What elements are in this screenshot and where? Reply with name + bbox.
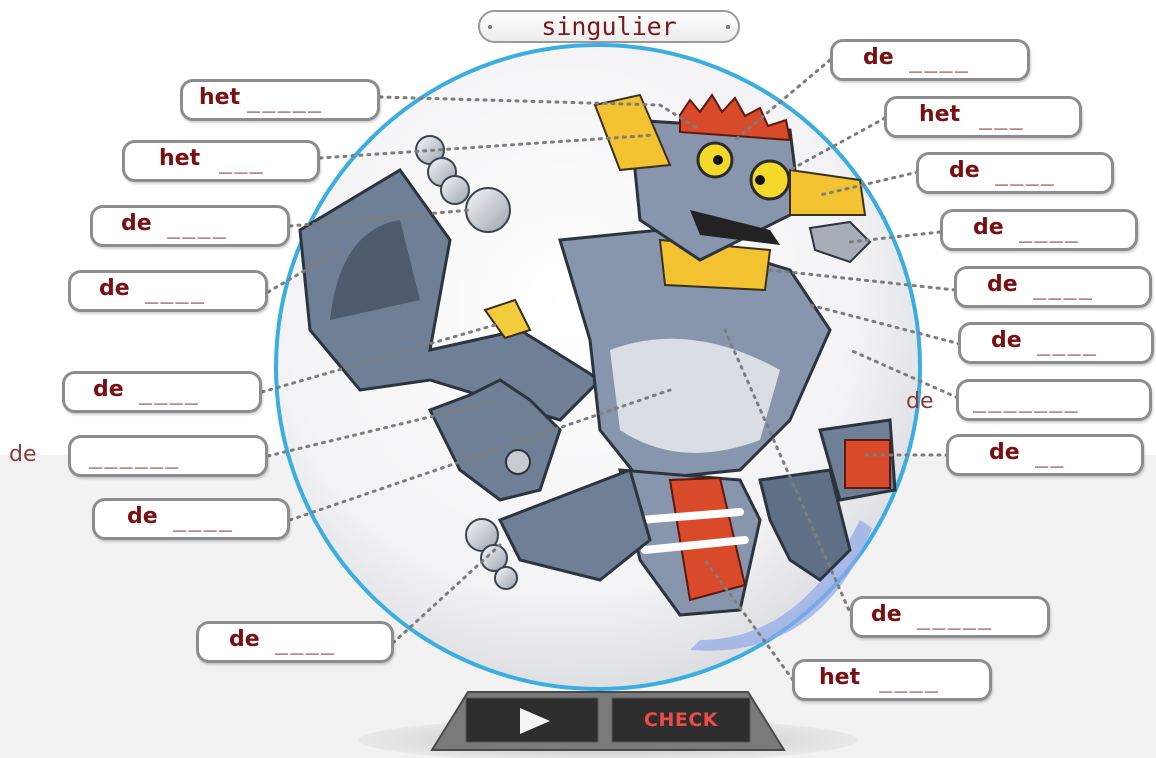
pill-dot-right xyxy=(726,25,730,29)
answer-blank: __ xyxy=(1035,443,1066,468)
article: de xyxy=(987,272,1026,297)
answer-blank: ____ xyxy=(909,48,970,73)
label-box-l3[interactable]: de ____ xyxy=(90,205,290,247)
article: de xyxy=(229,627,268,652)
article: de xyxy=(871,602,910,627)
label-box-l6[interactable]: ______ xyxy=(68,435,268,477)
article: het xyxy=(199,85,241,110)
answer-blank: ____ xyxy=(1037,331,1098,356)
answer-blank: ______ xyxy=(89,444,181,469)
answer-blank: ____ xyxy=(139,380,200,405)
article: de xyxy=(863,45,902,70)
answer-blank: ____ xyxy=(145,279,206,304)
label-box-l8[interactable]: de ____ xyxy=(196,621,394,663)
label-box-l7[interactable]: de ____ xyxy=(92,498,290,540)
answer-blank: ____ xyxy=(1019,218,1080,243)
answer-blank: ____ xyxy=(275,630,336,655)
answer-blank: _______ xyxy=(973,388,1080,413)
label-box-r6[interactable]: de ____ xyxy=(958,322,1154,364)
answer-blank: ____ xyxy=(995,161,1056,186)
article: de xyxy=(949,158,988,183)
label-box-l1[interactable]: het _____ xyxy=(180,79,380,121)
article: de xyxy=(989,440,1028,465)
check-label: CHECK xyxy=(644,709,718,731)
play-button[interactable] xyxy=(466,698,598,742)
label-box-l2[interactable]: het ___ xyxy=(122,140,320,182)
mode-title: singulier xyxy=(541,12,677,41)
label-box-r10[interactable]: het ____ xyxy=(792,659,992,701)
answer-blank: _____ xyxy=(917,605,994,630)
leader-lines xyxy=(260,58,967,682)
answer-blank: ____ xyxy=(173,507,234,532)
pill-dot-left xyxy=(488,25,492,29)
label-box-r8[interactable]: de __ xyxy=(946,434,1144,476)
article: het xyxy=(159,146,208,171)
article: de xyxy=(93,377,132,402)
label-box-r2[interactable]: het ___ xyxy=(884,96,1082,138)
article: de xyxy=(973,215,1012,240)
answer-blank: ____ xyxy=(879,668,940,693)
answer-blank: ____ xyxy=(167,214,228,239)
answer-blank: ___ xyxy=(219,149,265,174)
article: de xyxy=(991,328,1030,353)
label-box-l5[interactable]: de ____ xyxy=(62,371,262,413)
label-box-r7[interactable]: _______ xyxy=(956,379,1152,421)
article: de xyxy=(127,504,166,529)
label-box-r4[interactable]: de ____ xyxy=(940,209,1138,251)
check-button[interactable]: CHECK xyxy=(612,698,750,742)
label-box-r5[interactable]: de ____ xyxy=(954,266,1152,308)
label-box-r9[interactable]: de _____ xyxy=(850,596,1050,638)
label-box-l4[interactable]: de ____ xyxy=(68,270,268,312)
answer-blank: ____ xyxy=(1033,275,1094,300)
outside-article: de xyxy=(906,389,934,414)
label-box-r3[interactable]: de ____ xyxy=(916,152,1114,194)
label-box-r1[interactable]: de ____ xyxy=(830,39,1030,81)
answer-blank: _____ xyxy=(247,88,324,113)
article: de xyxy=(99,276,138,301)
outside-article: de xyxy=(9,442,37,467)
article: het xyxy=(819,665,868,690)
mode-title-pill: singulier xyxy=(478,10,740,43)
answer-blank: ___ xyxy=(979,105,1025,130)
article: het xyxy=(919,102,968,127)
article: de xyxy=(121,211,160,236)
